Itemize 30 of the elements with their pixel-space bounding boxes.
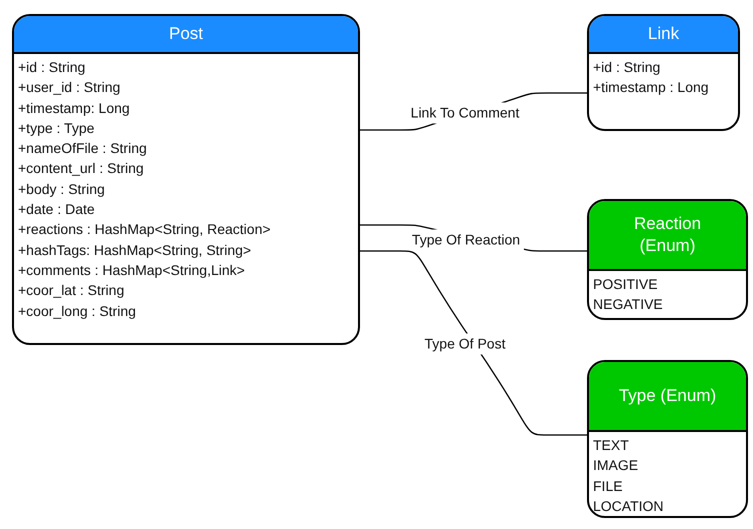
class-box: [12, 14, 360, 345]
attribute-text: +content_url : String: [18, 159, 145, 178]
attribute-text: +timestamp: Long: [18, 98, 131, 118]
class-box: [587, 199, 748, 320]
attribute-text: +coor_long : String: [18, 302, 137, 321]
class-name: Link: [648, 23, 680, 45]
attribute-text: +reactions : HashMap<String, Reaction>: [18, 220, 272, 240]
class-name: Post: [168, 23, 204, 45]
class-name: Type (Enum): [618, 385, 716, 407]
attribute-text: +coor_lat : String: [18, 281, 126, 300]
attribute-text: +nameOfFile : String: [18, 139, 148, 158]
attribute-text: LOCATION: [593, 496, 665, 516]
attribute-text: +id : String: [593, 58, 662, 77]
attribute-text: POSITIVE: [593, 275, 659, 294]
attribute-text: +id : String: [18, 58, 86, 77]
attribute-text: NEGATIVE: [593, 295, 664, 314]
attribute-text: +user_id : String: [18, 78, 122, 98]
attribute-text: +body : String: [18, 180, 106, 199]
attribute-text: +timestamp : Long: [593, 78, 710, 98]
attribute-text: TEXT: [593, 436, 630, 455]
attribute-text: IMAGE: [593, 456, 640, 476]
attribute-text: +comments : HashMap<String,Link>: [18, 260, 246, 280]
attribute-text: FILE: [593, 476, 624, 496]
attribute-text: +hashTags: HashMap<String, String>: [18, 240, 252, 260]
attribute-text: +date : Date: [18, 200, 96, 220]
class-box: [587, 360, 748, 518]
attribute-text: +type : Type: [18, 118, 96, 138]
class-name: Reaction (Enum): [632, 213, 702, 257]
class-box: [587, 14, 740, 131]
connector-line: [360, 250, 587, 436]
